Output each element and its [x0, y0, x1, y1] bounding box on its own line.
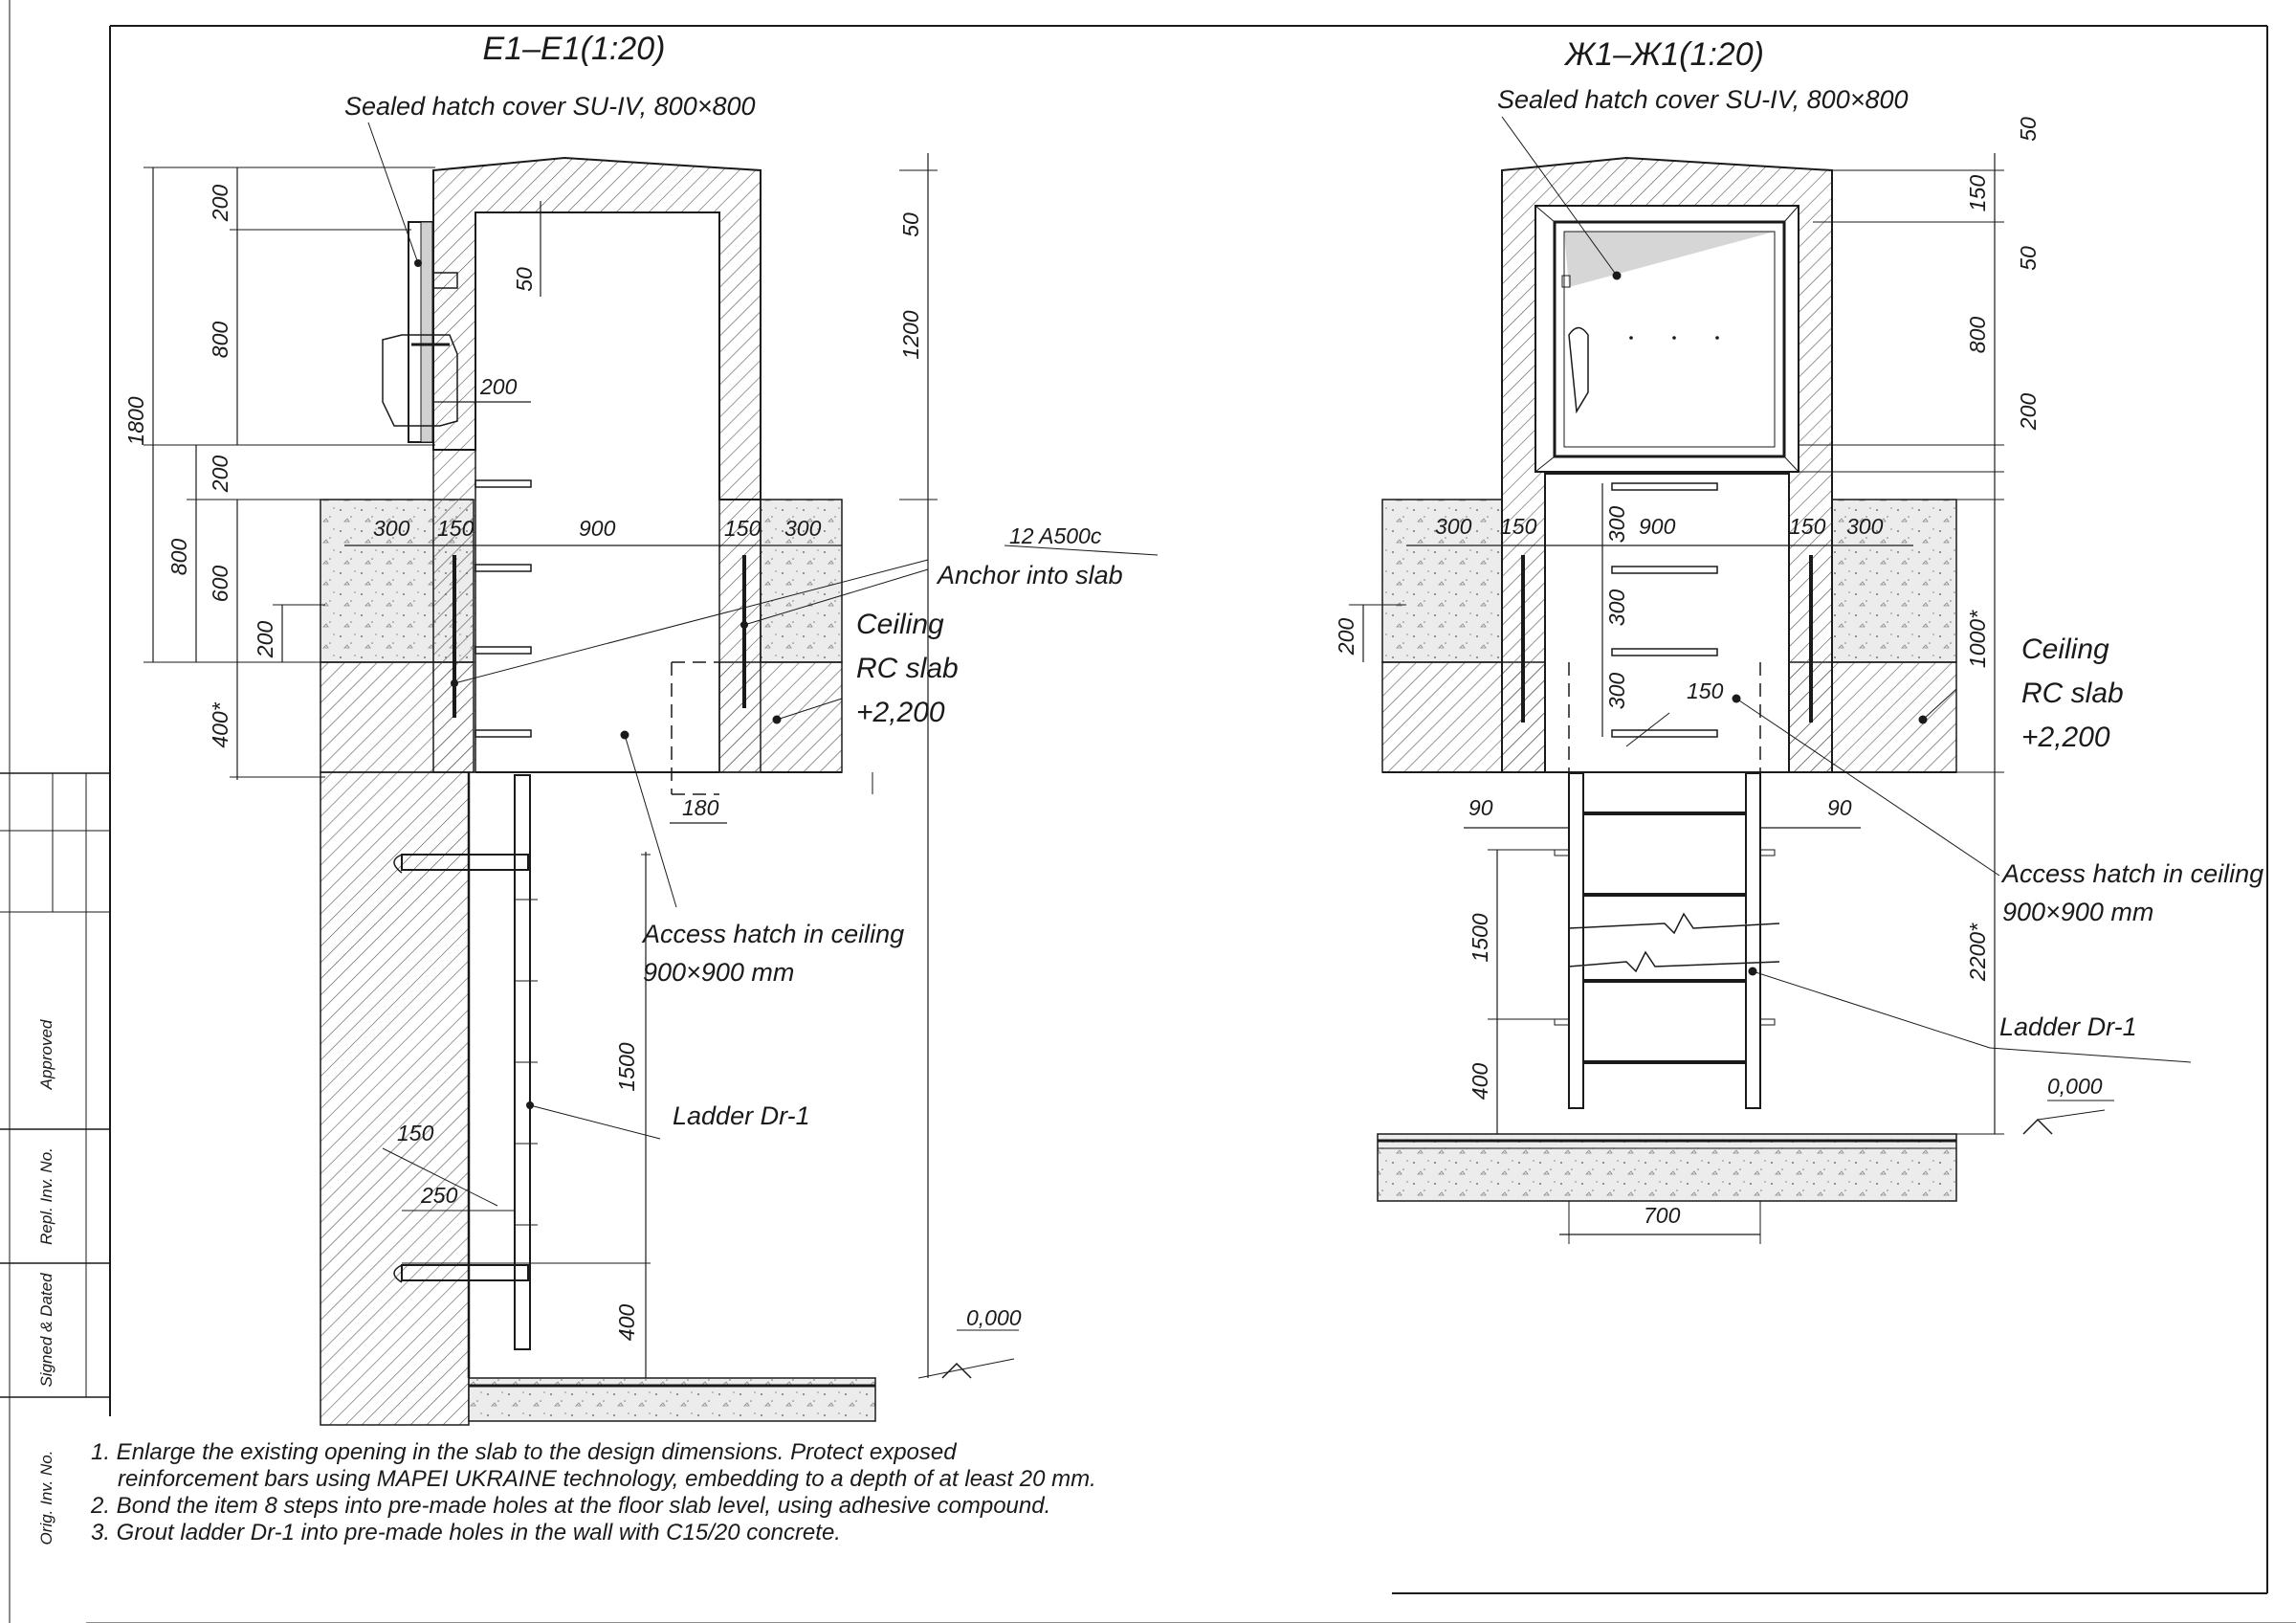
stamp-approved: Approved	[37, 1019, 55, 1090]
shaft-steps-left	[475, 479, 532, 738]
svg-text:150: 150	[437, 516, 475, 541]
svg-text:200: 200	[208, 185, 232, 223]
hatch-cover-right[interactable]	[1534, 205, 1799, 473]
notes: 1. Enlarge the existing opening in the s…	[90, 1439, 1096, 1545]
svg-text:400: 400	[614, 1304, 639, 1342]
svg-text:600: 600	[208, 566, 232, 603]
label-access-right-2: 900×900 mm	[2002, 898, 2153, 926]
svg-text:800: 800	[1965, 317, 1990, 354]
svg-text:150: 150	[1500, 514, 1537, 539]
sheet-frame	[9, 0, 2296, 1623]
svg-text:300: 300	[784, 516, 822, 541]
label-ceiling-right-1: Ceiling	[2021, 634, 2109, 665]
stamp-orig-inv: Orig. Inv. No.	[37, 1451, 55, 1545]
leaders-right	[1501, 116, 2192, 1063]
slab-concrete-left-b	[760, 499, 843, 663]
label-floor-level-right: 0,000	[2047, 1074, 2103, 1099]
svg-text:150: 150	[397, 1121, 434, 1145]
dim-texts-right: 50 150 50 800 200 1000* 2200* 300 150 90…	[1334, 117, 2041, 1228]
svg-text:200: 200	[1334, 618, 1358, 656]
note-1: 1. Enlarge the existing opening in the s…	[91, 1439, 957, 1465]
label-access-right-1: Access hatch in ceiling	[2000, 859, 2263, 888]
section-right: Ж1–Ж1(1:20) Sealed hatch cover SU-IV, 80…	[1334, 36, 2263, 1244]
shaft-steps-right	[1611, 482, 1718, 738]
svg-text:900: 900	[1639, 514, 1676, 539]
svg-text:700: 700	[1644, 1203, 1681, 1228]
svg-text:50: 50	[512, 267, 537, 292]
label-anchor-left: Anchor into slab	[936, 561, 1123, 589]
note-3: 3. Grout ladder Dr-1 into pre-made holes…	[91, 1520, 841, 1545]
svg-text:200: 200	[253, 621, 277, 659]
label-ceiling-right-3: +2,200	[2021, 722, 2110, 753]
label-rebar-left: 12 A500c	[1009, 523, 1102, 548]
dims-right	[1349, 153, 2114, 1244]
label-hatch-cover-left: Sealed hatch cover SU-IV, 800×800	[344, 92, 756, 121]
shaft-walls-left	[432, 156, 762, 500]
svg-text:400*: 400*	[208, 701, 232, 747]
svg-text:150: 150	[1789, 514, 1826, 539]
svg-text:300: 300	[1604, 589, 1629, 627]
svg-text:150: 150	[724, 516, 762, 541]
svg-text:300: 300	[1604, 506, 1629, 544]
dim-texts-left: 200 800 1800 200 800 600 200 400* 50 200…	[123, 185, 923, 1342]
note-2: 2. Bond the item 8 steps into pre-made h…	[90, 1493, 1050, 1519]
leaders-left	[367, 122, 1159, 1140]
stamp-repl-inv: Repl. Inv. No.	[37, 1147, 55, 1245]
svg-text:1200: 1200	[898, 310, 923, 359]
svg-text:200: 200	[479, 374, 518, 399]
svg-text:1500: 1500	[1468, 913, 1492, 962]
svg-text:1500: 1500	[614, 1042, 639, 1091]
svg-text:800: 800	[208, 322, 232, 359]
svg-text:1800: 1800	[123, 396, 148, 445]
svg-text:300: 300	[373, 516, 410, 541]
wall-left	[320, 771, 470, 1426]
svg-text:250: 250	[420, 1183, 458, 1208]
svg-text:50: 50	[898, 212, 923, 237]
svg-text:2200*: 2200*	[1965, 923, 1990, 982]
stamp-signed: Signed & Dated	[37, 1273, 55, 1388]
svg-text:90: 90	[1468, 795, 1493, 820]
svg-text:200: 200	[208, 456, 232, 494]
svg-text:200: 200	[2016, 393, 2041, 432]
label-access-left-1: Access hatch in ceiling	[641, 920, 904, 948]
label-ceiling-left-2: RC slab	[856, 653, 959, 684]
svg-text:1000*: 1000*	[1965, 610, 1990, 668]
svg-text:300: 300	[1604, 673, 1629, 710]
title-right: Ж1–Ж1(1:20)	[1563, 36, 1764, 73]
floor-right	[1377, 1133, 1957, 1202]
svg-text:50: 50	[2016, 117, 2041, 142]
label-access-left-2: 900×900 mm	[643, 958, 794, 987]
svg-text:150: 150	[1965, 175, 1990, 212]
svg-text:300: 300	[1846, 514, 1884, 539]
svg-text:180: 180	[682, 795, 719, 820]
dims-left	[144, 153, 1019, 1379]
label-ceiling-left-1: Ceiling	[856, 609, 944, 640]
label-ceiling-left-3: +2,200	[856, 697, 945, 728]
ladder-dr1-right[interactable]	[1554, 772, 1780, 1109]
title-left: E1–E1(1:20)	[483, 31, 666, 67]
svg-text:150: 150	[1687, 678, 1724, 703]
svg-text:300: 300	[1435, 514, 1472, 539]
svg-text:800: 800	[166, 539, 191, 576]
label-hatch-cover-right: Sealed hatch cover SU-IV, 800×800	[1497, 85, 1909, 114]
svg-text:50: 50	[2016, 246, 2041, 271]
svg-text:90: 90	[1827, 795, 1852, 820]
section-left: E1–E1(1:20) Sealed hatch cover SU-IV, 80…	[123, 31, 1159, 1426]
label-ceiling-right-2: RC slab	[2021, 678, 2124, 709]
side-stamp: Approved Repl. Inv. No. Signed & Dated O…	[0, 772, 110, 1545]
svg-text:400: 400	[1468, 1063, 1492, 1101]
note-1-cont: reinforcement bars using MAPEI UKRAINE t…	[118, 1466, 1096, 1492]
ladder-dr1-left[interactable]	[393, 774, 538, 1350]
label-ladder-right: Ladder Dr-1	[1999, 1012, 2137, 1041]
label-floor-level-left: 0,000	[966, 1305, 1022, 1330]
label-ladder-left: Ladder Dr-1	[673, 1101, 810, 1130]
svg-text:900: 900	[579, 516, 616, 541]
